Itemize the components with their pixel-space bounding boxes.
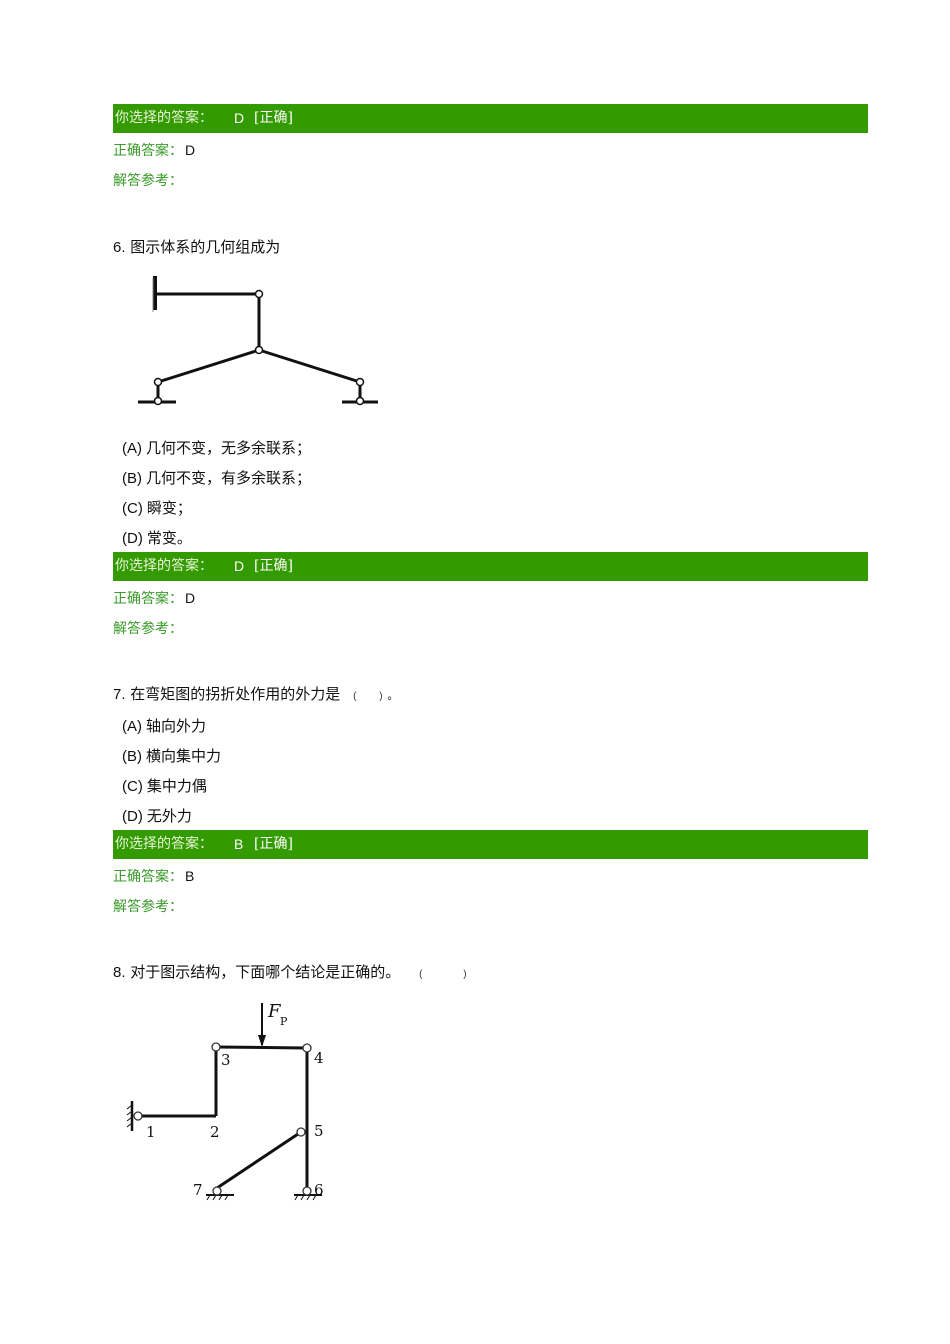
node-label-7: 7	[193, 1181, 203, 1199]
q7-question: 7. 在弯矩图的拐折处作用的外力是 ( ) 。	[113, 683, 398, 704]
load-label: F	[267, 1001, 282, 1022]
q6-option-a: (A)几何不变，无多余联系；	[122, 439, 312, 457]
node-label-6: 6	[314, 1181, 324, 1199]
q6-option-c: (C)瞬变；	[122, 499, 192, 517]
correct-answer-value: B	[185, 868, 195, 884]
node-label-1: 1	[146, 1123, 156, 1141]
answer-status: [正确]	[254, 558, 293, 574]
your-answer-label: 你选择的答案：	[115, 836, 213, 852]
q7-option-a: (A)轴向外力	[122, 717, 207, 735]
q7-correct-answer: 正确答案：B	[113, 866, 194, 886]
correct-answer-label: 正确答案：	[113, 143, 183, 159]
q6-correct-answer: 正确答案：D	[113, 588, 195, 608]
q6-structure-figure	[138, 276, 378, 406]
q7-result-bar: 你选择的答案： B [正确]	[113, 830, 868, 859]
q8-structure-figure: F P 1 2 3 4 5 6 7	[126, 1001, 324, 1201]
node-label-5: 5	[314, 1122, 324, 1140]
answer-paren-close: )	[379, 691, 383, 702]
your-answer-label: 你选择的答案：	[115, 110, 213, 126]
correct-answer-label: 正确答案：	[113, 869, 183, 885]
your-answer-value: B	[234, 836, 244, 852]
your-answer-value: D	[234, 110, 245, 126]
q7-explanation-label: 解答参考：	[113, 899, 183, 915]
load-subscript: P	[280, 1015, 288, 1028]
question-number: 8.	[113, 964, 126, 981]
answer-status: [正确]	[254, 836, 293, 852]
q7-option-b: (B)横向集中力	[122, 747, 222, 765]
q8-question: 8. 对于图示结构，下面哪个结论是正确的。 ( )	[113, 961, 467, 982]
your-answer-label: 你选择的答案：	[115, 558, 213, 574]
answer-paren-open: (	[353, 691, 357, 702]
answer-status: [正确]	[254, 110, 293, 126]
q6-option-b: (B)几何不变，有多余联系；	[122, 469, 312, 487]
question-number: 7.	[113, 686, 126, 703]
question-text: 在弯矩图的拐折处作用的外力是	[130, 685, 341, 703]
node-label-2: 2	[210, 1123, 220, 1141]
q5-result-bar: 你选择的答案： D [正确]	[113, 104, 868, 133]
q6-option-d: (D)常变。	[122, 529, 192, 547]
correct-answer-value: D	[185, 142, 196, 158]
q5-explanation-label: 解答参考：	[113, 173, 183, 189]
question-suffix: 。	[387, 689, 399, 702]
q6-explanation-label: 解答参考：	[113, 621, 183, 637]
q7-option-d: (D)无外力	[122, 807, 192, 825]
your-answer-value: D	[234, 558, 245, 574]
question-text: 对于图示结构，下面哪个结论是正确的。	[130, 963, 401, 981]
node-label-4: 4	[314, 1049, 324, 1067]
question-number: 6.	[113, 239, 126, 256]
node-label-3: 3	[221, 1051, 231, 1069]
correct-answer-value: D	[185, 590, 196, 606]
q6-result-bar: 你选择的答案： D [正确]	[113, 552, 868, 581]
correct-answer-label: 正确答案：	[113, 591, 183, 607]
answer-paren-close: )	[463, 969, 467, 980]
q6-question: 6. 图示体系的几何组成为	[113, 236, 280, 257]
answer-paren-open: (	[419, 969, 423, 980]
q7-option-c: (C)集中力偶	[122, 777, 207, 795]
q5-correct-answer: 正确答案：D	[113, 140, 195, 160]
question-text: 图示体系的几何组成为	[130, 238, 281, 256]
